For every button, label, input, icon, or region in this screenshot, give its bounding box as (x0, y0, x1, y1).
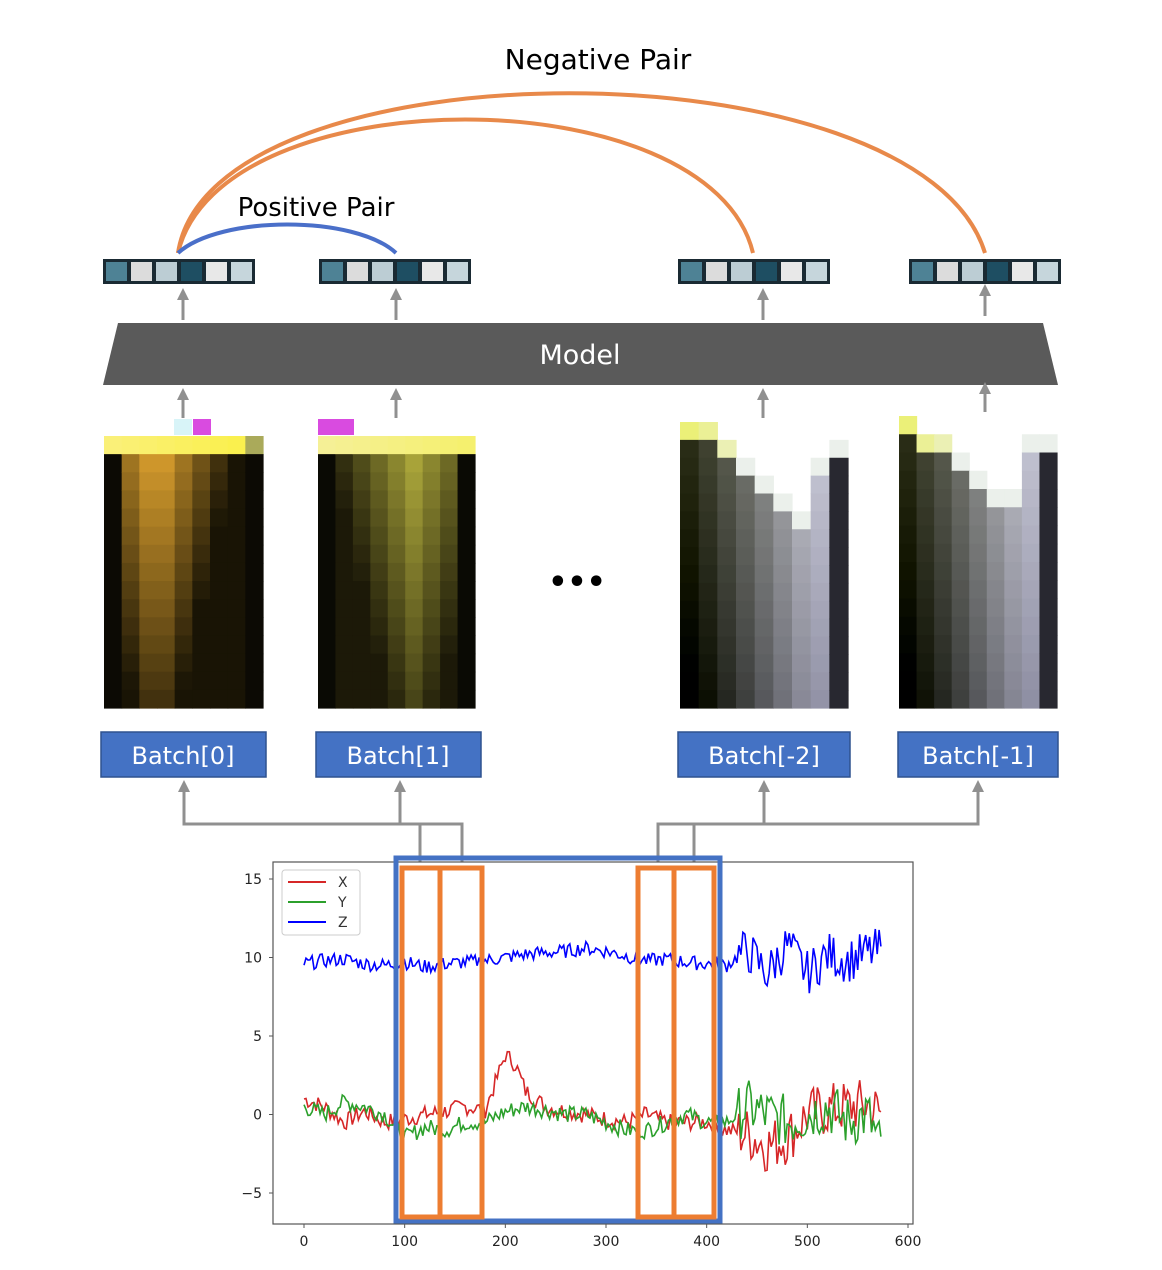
embedding-cell (912, 262, 933, 281)
chart-legend: X Y Z (281, 869, 361, 936)
embedding-cell (1037, 262, 1058, 281)
embedding-cell (1012, 262, 1033, 281)
image-0-marker-magenta (193, 419, 211, 435)
y-axis-ticks: 15 10 5 0 −5 (241, 872, 273, 1202)
embedding-cell (181, 262, 202, 281)
embedding-cell (206, 262, 227, 281)
slice-box-neg1 (671, 865, 717, 1220)
embedding-cell (322, 262, 343, 281)
image-batch-neg2 (680, 422, 849, 709)
y-tick-label: 0 (253, 1108, 262, 1124)
image-batch-0 (104, 436, 264, 709)
y-tick-label: 10 (244, 951, 262, 967)
legend-x: X (338, 875, 348, 891)
batch-0-label: Batch[0] (132, 742, 235, 770)
x-tick-label: 0 (300, 1234, 309, 1250)
x-tick-label: 300 (593, 1234, 620, 1250)
negative-pair-arc-outer (176, 91, 987, 254)
embedding-cell (937, 262, 958, 281)
model-block (103, 323, 1058, 385)
negative-pair-arc-inner (176, 117, 755, 254)
embedding-cell (987, 262, 1008, 281)
embedding-1 (319, 259, 471, 284)
embedding-cell (962, 262, 983, 281)
batch-0: Batch[0] (100, 731, 267, 778)
embedding-cell (106, 262, 127, 281)
signal-chart: 15 10 5 0 −5 0 100 200 300 400 500 600 X Y Z (241, 855, 922, 1250)
x-tick-label: 400 (693, 1234, 720, 1250)
batch-neg2-label: Batch[-2] (708, 742, 820, 770)
slice-connectors (178, 780, 984, 868)
embedding-cell (156, 262, 177, 281)
x-axis-ticks: 0 100 200 300 400 500 600 (300, 1224, 922, 1250)
negative-pair-label: Negative Pair (505, 43, 692, 76)
embedding-cell (781, 262, 802, 281)
embedding-cell (731, 262, 752, 281)
arrows-to-model (177, 382, 991, 418)
model-label: Model (539, 340, 620, 371)
arrows-to-embeddings (177, 284, 991, 320)
image-1-marker-magenta (318, 419, 354, 435)
embedding-neg1 (909, 259, 1061, 284)
embedding-0 (103, 259, 255, 284)
embedding-cell (397, 262, 418, 281)
embedding-cell (347, 262, 368, 281)
embedding-cell (447, 262, 468, 281)
embedding-cell (806, 262, 827, 281)
x-tick-label: 500 (794, 1234, 821, 1250)
y-tick-label: 5 (253, 1029, 262, 1045)
x-tick-label: 600 (895, 1234, 922, 1250)
positive-pair-label: Positive Pair (238, 193, 395, 223)
embedding-cell (231, 262, 252, 281)
embedding-cell (422, 262, 443, 281)
legend-z: Z (338, 915, 348, 931)
image-batch-neg1 (899, 416, 1058, 709)
batch-neg1-label: Batch[-1] (922, 742, 1034, 770)
legend-y: Y (337, 895, 347, 911)
ellipsis: ••• (548, 565, 606, 600)
window-box (393, 855, 723, 1224)
y-tick-label: 15 (244, 872, 262, 888)
image-0-marker-cyan (174, 419, 192, 435)
batch-neg1: Batch[-1] (897, 731, 1059, 778)
embeddings (103, 259, 1061, 284)
batch-1-label: Batch[1] (347, 742, 450, 770)
batch-neg2: Batch[-2] (677, 731, 851, 778)
embedding-cell (131, 262, 152, 281)
embedding-cell (372, 262, 393, 281)
slice-box-1 (437, 865, 485, 1220)
embedding-neg2 (678, 259, 830, 284)
embedding-cell (756, 262, 777, 281)
embedding-cell (681, 262, 702, 281)
x-tick-label: 100 (391, 1234, 418, 1250)
image-batch-1 (318, 436, 476, 709)
input-images (104, 416, 1058, 709)
positive-pair-arc (176, 222, 398, 255)
embedding-cell (706, 262, 727, 281)
batch-1: Batch[1] (315, 731, 482, 778)
y-tick-label: −5 (241, 1186, 262, 1202)
x-tick-label: 200 (492, 1234, 519, 1250)
